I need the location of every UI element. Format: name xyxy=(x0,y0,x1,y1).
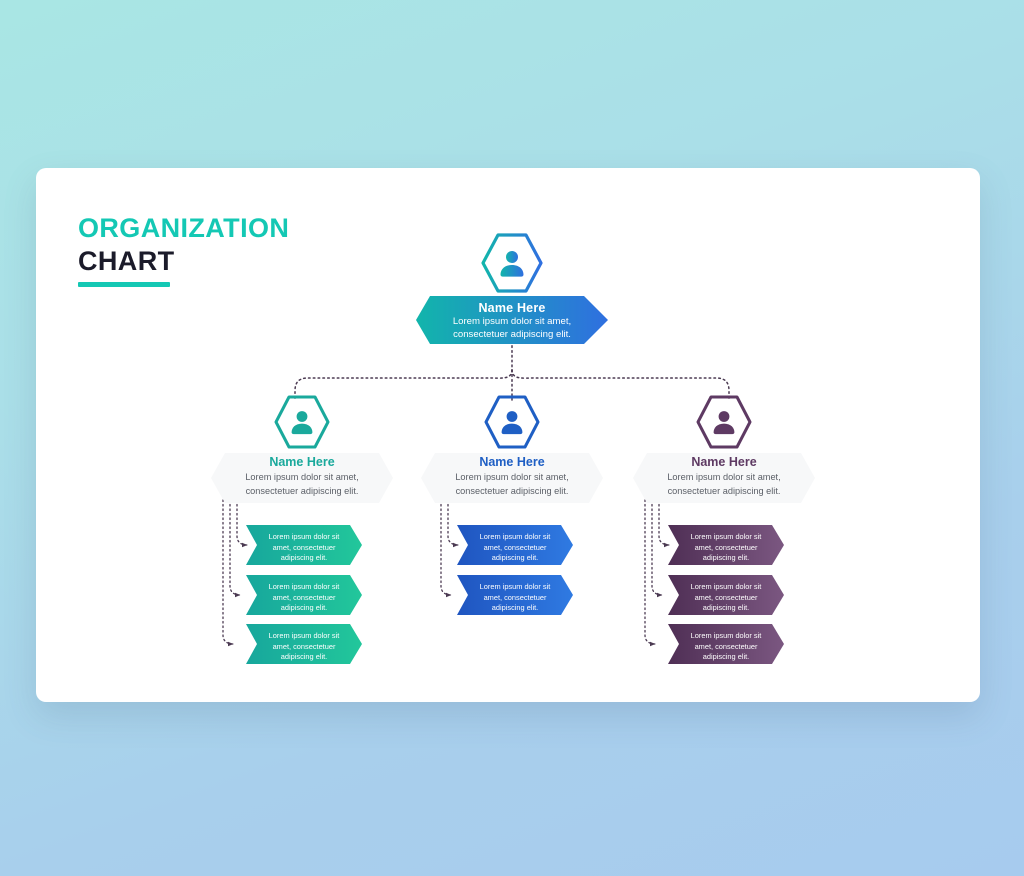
root-name: Name Here xyxy=(478,301,546,315)
leaf-line-1: Lorem ipsum dolor sit xyxy=(479,582,551,591)
branch-teal-name: Name Here xyxy=(269,455,335,469)
leaf-item-teal-2[interactable]: Lorem ipsum dolor sit amet, consectetuer… xyxy=(246,575,362,615)
leaf-line-2: amet, consectetuer xyxy=(272,592,336,602)
leaf-line-3: adipiscing elit. xyxy=(280,652,328,662)
branch-purple-hexagon xyxy=(695,394,753,450)
root-desc-line-1: Lorem ipsum dolor sit amet, xyxy=(452,316,572,328)
leaf-item-blue-2[interactable]: Lorem ipsum dolor sit amet, consectetuer… xyxy=(457,575,573,615)
title-line-organization: ORGANIZATION xyxy=(78,213,290,243)
leaf-line-1: Lorem ipsum dolor sit xyxy=(690,631,762,640)
leaf-line-2: amet, consectetuer xyxy=(694,542,758,552)
leaf-line-3: adipiscing elit. xyxy=(280,553,328,563)
leaf-line-1: Lorem ipsum dolor sit xyxy=(268,582,340,591)
person-icon xyxy=(500,251,524,277)
title-line-chart: CHART xyxy=(78,245,175,276)
leaf-item-teal-1[interactable]: Lorem ipsum dolor sit amet, consectetuer… xyxy=(246,525,362,565)
leaf-line-1: Lorem ipsum dolor sit xyxy=(690,582,762,591)
branch-teal-banner: Name Here Lorem ipsum dolor sit amet, co… xyxy=(211,453,393,503)
branch-blue-banner: Name Here Lorem ipsum dolor sit amet, co… xyxy=(421,453,603,503)
org-node-root[interactable]: Name Here Lorem ipsum dolor sit amet, co… xyxy=(416,232,608,344)
person-icon xyxy=(713,411,735,435)
page-title: ORGANIZATION CHART xyxy=(78,212,478,287)
leaf-line-2: amet, consectetuer xyxy=(272,542,336,552)
leaf-line-3: adipiscing elit. xyxy=(491,553,539,563)
leaf-line-3: adipiscing elit. xyxy=(702,553,750,563)
branch-blue-name: Name Here xyxy=(479,455,545,469)
leaf-item-purple-1[interactable]: Lorem ipsum dolor sit amet, consectetuer… xyxy=(668,525,784,565)
root-hexagon xyxy=(480,232,544,294)
leaf-line-3: adipiscing elit. xyxy=(491,603,539,613)
root-desc-line-2: consectetuer adipiscing elit. xyxy=(453,329,571,341)
org-node-branch-blue[interactable]: Name Here Lorem ipsum dolor sit amet, co… xyxy=(421,394,603,503)
leaf-item-teal-3[interactable]: Lorem ipsum dolor sit amet, consectetuer… xyxy=(246,624,362,664)
branch-purple-banner: Name Here Lorem ipsum dolor sit amet, co… xyxy=(633,453,815,503)
leaf-line-2: amet, consectetuer xyxy=(694,592,758,602)
branch-blue-desc-line-2: consectetuer adipiscing elit. xyxy=(455,485,569,496)
leaf-line-2: amet, consectetuer xyxy=(483,542,547,552)
leaf-line-1: Lorem ipsum dolor sit xyxy=(479,532,551,541)
person-icon xyxy=(291,411,313,435)
leaf-line-1: Lorem ipsum dolor sit xyxy=(268,631,340,640)
leaf-line-2: amet, consectetuer xyxy=(694,641,758,651)
title-underline-rule xyxy=(78,281,170,287)
leaf-item-purple-2[interactable]: Lorem ipsum dolor sit amet, consectetuer… xyxy=(668,575,784,615)
branch-blue-hexagon xyxy=(483,394,541,450)
branch-purple-desc-line-1: Lorem ipsum dolor sit amet, xyxy=(667,472,781,483)
leaf-line-1: Lorem ipsum dolor sit xyxy=(690,532,762,541)
branch-purple-name: Name Here xyxy=(691,455,757,469)
person-icon xyxy=(501,411,523,435)
leaf-line-3: adipiscing elit. xyxy=(702,603,750,613)
org-node-branch-teal[interactable]: Name Here Lorem ipsum dolor sit amet, co… xyxy=(211,394,393,503)
leaf-item-blue-1[interactable]: Lorem ipsum dolor sit amet, consectetuer… xyxy=(457,525,573,565)
branch-blue-desc-line-1: Lorem ipsum dolor sit amet, xyxy=(455,472,569,483)
leaf-line-3: adipiscing elit. xyxy=(280,603,328,613)
branch-teal-desc-line-1: Lorem ipsum dolor sit amet, xyxy=(245,472,359,483)
leaf-line-2: amet, consectetuer xyxy=(272,641,336,651)
org-node-branch-purple[interactable]: Name Here Lorem ipsum dolor sit amet, co… xyxy=(633,394,815,503)
leaf-line-2: amet, consectetuer xyxy=(483,592,547,602)
branch-teal-hexagon xyxy=(273,394,331,450)
leaf-item-purple-3[interactable]: Lorem ipsum dolor sit amet, consectetuer… xyxy=(668,624,784,664)
branch-purple-desc-line-2: consectetuer adipiscing elit. xyxy=(667,485,781,496)
leaf-line-3: adipiscing elit. xyxy=(702,652,750,662)
branch-teal-desc-line-2: consectetuer adipiscing elit. xyxy=(245,485,359,496)
leaf-line-1: Lorem ipsum dolor sit xyxy=(268,532,340,541)
root-banner: Name Here Lorem ipsum dolor sit amet, co… xyxy=(416,296,608,344)
